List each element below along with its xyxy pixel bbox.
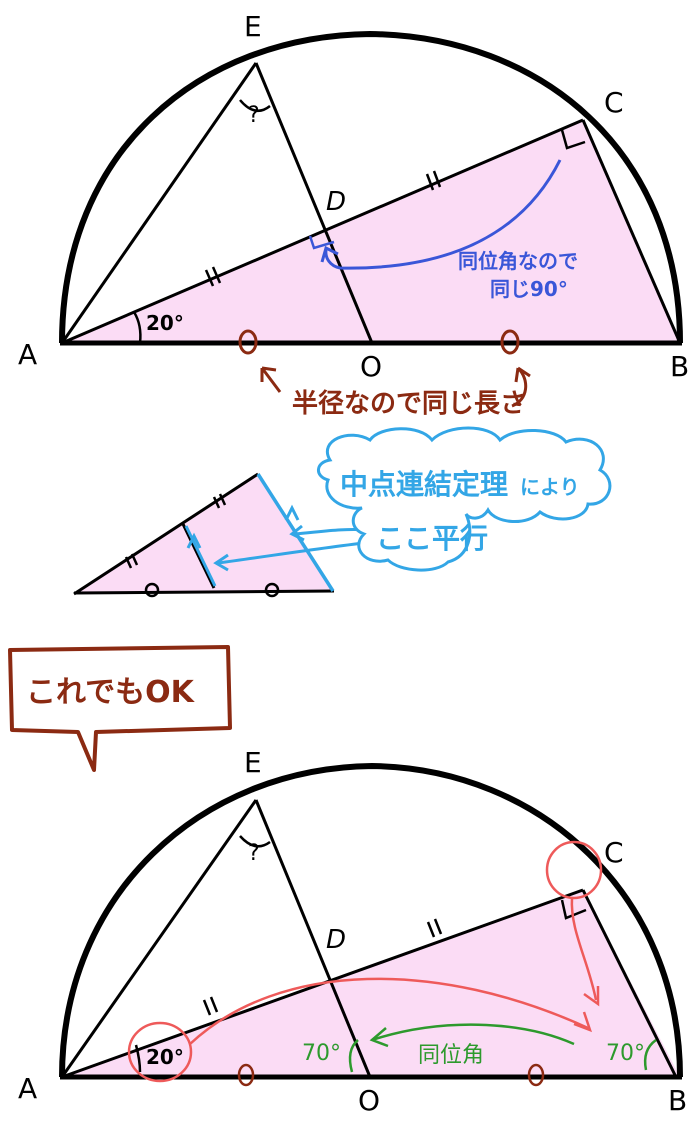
shaded-triangle-acb-2 <box>62 890 680 1077</box>
equal-mark-ob <box>500 329 520 355</box>
small-circle-mark-1 <box>144 582 160 598</box>
cyan-arrow-upper <box>293 527 371 536</box>
semicircle-arc-2 <box>59 762 683 1078</box>
green-note-corresponding-angles: 同位角 <box>418 1043 484 1068</box>
red-circle-angle-a <box>127 1021 193 1083</box>
blue-arrowhead-icon <box>320 245 339 263</box>
point-label-d-2: D <box>326 925 346 955</box>
green-angle-arc-o <box>348 1039 359 1073</box>
semicircle-arc <box>59 30 683 344</box>
point-label-c: C <box>604 86 624 119</box>
angle-arc-e-2 <box>239 835 271 848</box>
equal-mark-ao-2 <box>237 1063 255 1087</box>
segment-cb-2 <box>581 889 678 1078</box>
equal-tick-dc <box>425 170 442 191</box>
speech-bubble-outline <box>8 645 232 772</box>
cyan-chevron-mid-icon <box>186 532 202 549</box>
red-arrow-c-down <box>570 897 598 1001</box>
blue-arrow <box>324 159 562 270</box>
angle-o-value: 70° <box>302 1041 341 1066</box>
small-triangle <box>76 474 333 593</box>
equal-mark-ob-2 <box>527 1063 545 1087</box>
point-label-a: A <box>18 338 37 371</box>
angle-arc-e <box>239 99 271 113</box>
small-tick-1 <box>124 553 139 569</box>
cyan-arrowhead-lower-icon <box>213 553 229 572</box>
blue-note-line-2: 同じ90° <box>490 277 568 301</box>
small-circle-mark-2 <box>264 582 280 598</box>
red-note-radius: 半径なので同じ長さ <box>292 389 526 419</box>
right-angle-mark-d <box>308 235 335 250</box>
brown-arrow-left-icon <box>260 366 282 393</box>
cloud-text-theorem: 中点連結定理 <box>340 468 508 501</box>
red-arrowhead-icon-2 <box>583 986 600 1007</box>
blue-note-line-1: 同位角なので <box>458 249 578 273</box>
brown-arrow-right-icon <box>511 366 531 408</box>
point-label-c-2: C <box>604 836 624 869</box>
angle-a-value-2: 20° <box>146 1045 184 1069</box>
angle-arc-a-2 <box>134 1044 142 1073</box>
point-label-a-2: A <box>18 1072 37 1105</box>
green-arrow <box>371 1023 575 1046</box>
red-circle-angle-c <box>545 840 603 900</box>
figure-1: E C D A O B 20° ? 同位角なので 同じ90° 半径なので同じ長さ <box>18 10 689 419</box>
point-label-o: O <box>360 350 382 383</box>
right-angle-mark-c-2 <box>560 899 587 920</box>
point-label-e-2: E <box>244 746 262 779</box>
point-label-b: B <box>670 350 689 383</box>
right-angle-mark-c <box>560 129 586 150</box>
point-label-e: E <box>244 10 262 43</box>
equal-tick-dc-2 <box>426 918 443 938</box>
small-tick-2 <box>212 493 227 509</box>
shaded-triangle-acb <box>62 120 680 343</box>
segment-ae-2 <box>60 799 258 1078</box>
point-label-b-2: B <box>668 1084 687 1117</box>
cloud-text-parallel: ここ平行 <box>376 522 488 555</box>
green-arrowhead-icon <box>369 1027 389 1048</box>
red-arrow-a-to-b <box>189 977 589 1045</box>
cloud-text-suffix: により <box>520 475 580 499</box>
red-arrowhead-icon-1 <box>573 1011 593 1033</box>
angle-e-unknown-2: ? <box>248 841 260 866</box>
angle-e-unknown: ? <box>248 103 260 128</box>
midline-highlight <box>184 525 217 587</box>
angle-b-value: 70° <box>606 1041 645 1066</box>
segment-ae <box>60 62 258 344</box>
segment-ac-2 <box>61 888 584 1079</box>
cyan-arrow-lower <box>217 540 373 565</box>
thought-cloud <box>317 426 612 572</box>
green-angle-arc-b <box>643 1038 657 1071</box>
segment-ac <box>61 118 584 345</box>
cyan-arrowhead-upper-icon <box>289 524 305 542</box>
cyan-chevron-outer-icon <box>284 504 300 521</box>
equal-mark-ao <box>238 329 258 355</box>
segment-cb <box>581 119 682 344</box>
small-triangle-side-left <box>73 472 259 596</box>
parallel-side-outer <box>256 473 335 592</box>
angle-arc-a <box>132 311 142 344</box>
segment-eo <box>254 62 374 344</box>
angle-a-value: 20° <box>146 311 184 335</box>
speech-bubble-text: これでもOK <box>26 675 196 710</box>
equal-tick-ad-2 <box>202 996 219 1016</box>
midline-segment <box>181 523 216 589</box>
small-triangle-base <box>73 589 335 595</box>
equal-tick-ad <box>204 266 222 287</box>
segment-eo-2 <box>254 799 372 1078</box>
point-label-d: D <box>326 187 346 217</box>
point-label-o-2: O <box>358 1084 380 1117</box>
